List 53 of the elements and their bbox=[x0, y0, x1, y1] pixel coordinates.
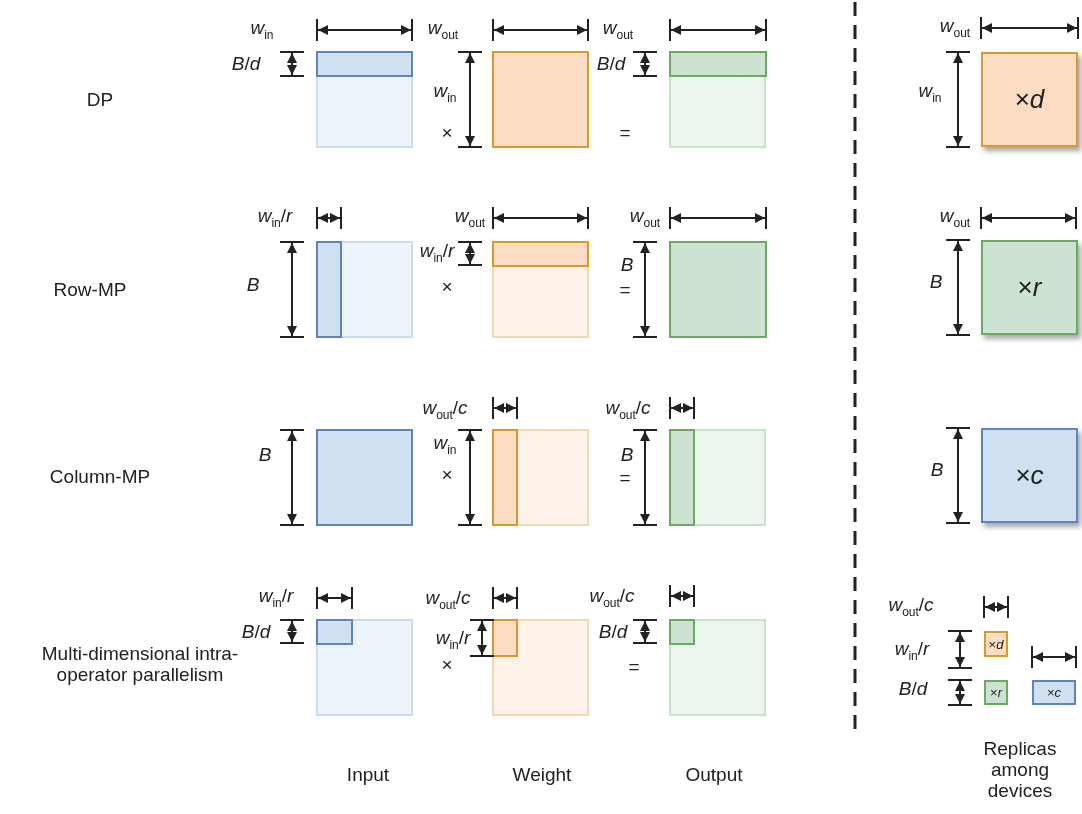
dimension-label: w$_{out}$/c bbox=[422, 398, 468, 422]
dimension-label: w$_{in}$/r bbox=[258, 586, 294, 610]
dimension-label: B bbox=[620, 444, 634, 466]
dimension-label: w$_{out}$/c bbox=[425, 588, 471, 612]
equals-sign: = bbox=[628, 656, 640, 678]
replica-box: ×r bbox=[984, 680, 1008, 705]
multiply-sign: × bbox=[441, 464, 453, 486]
row-label: DP bbox=[86, 89, 114, 111]
dimension-label: B bbox=[929, 271, 943, 293]
row-label: Multi-dimensional intra-operator parallelism bbox=[40, 644, 240, 686]
column-label: Weight bbox=[512, 764, 572, 786]
replica-box: ×r bbox=[981, 240, 1078, 335]
dimension-label: w$_{out}$ bbox=[629, 206, 661, 230]
dimension-label: w$_{out}$ bbox=[939, 206, 971, 230]
replica-box: ×c bbox=[981, 428, 1078, 523]
column-label: Replicas among devices bbox=[982, 738, 1058, 802]
dimension-label: w$_{in}$ bbox=[918, 81, 942, 105]
dimension-label: w$_{in}$/r bbox=[894, 639, 930, 663]
dimension-label: B/d bbox=[231, 53, 261, 75]
equals-sign: = bbox=[619, 467, 631, 489]
multiply-sign: × bbox=[441, 276, 453, 298]
dimension-label: w$_{in}$ bbox=[433, 81, 457, 105]
dimension-label: B/d bbox=[241, 621, 271, 643]
equals-sign: = bbox=[619, 122, 631, 144]
replica-box: ×c bbox=[1032, 680, 1076, 705]
dimension-label: B/d bbox=[596, 53, 626, 75]
dimension-label: w$_{in}$/r bbox=[257, 206, 293, 230]
dimension-label: w$_{out}$/c bbox=[605, 398, 651, 422]
dimension-label: w$_{out}$ bbox=[454, 206, 486, 230]
dimension-label: B/d bbox=[598, 621, 628, 643]
column-label: Input bbox=[346, 764, 390, 786]
dimension-label: B bbox=[246, 274, 260, 296]
multiply-sign: × bbox=[441, 654, 453, 676]
dimension-label: w$_{out}$/c bbox=[888, 595, 934, 619]
row-label: Column-MP bbox=[49, 466, 151, 488]
dimension-label: w$_{out}$ bbox=[427, 18, 459, 42]
dimension-label: B bbox=[620, 254, 634, 276]
dimension-label: B/d bbox=[898, 678, 928, 700]
dimension-label: w$_{in}$ bbox=[250, 18, 274, 42]
dimension-label: w$_{in}$/r bbox=[419, 241, 455, 265]
multiply-sign: × bbox=[441, 122, 453, 144]
dimension-label: w$_{in}$ bbox=[433, 433, 457, 457]
dimension-label: w$_{out}$ bbox=[939, 16, 971, 40]
dimension-label: w$_{out}$ bbox=[602, 18, 634, 42]
row-label: Row-MP bbox=[53, 279, 127, 301]
dimension-label: w$_{in}$/r bbox=[435, 628, 471, 652]
dimension-label: B bbox=[258, 444, 272, 466]
replica-box: ×d bbox=[981, 52, 1078, 147]
column-label: Output bbox=[685, 764, 743, 786]
equals-sign: = bbox=[619, 279, 631, 301]
replica-box: ×d bbox=[984, 631, 1008, 657]
dimension-label: w$_{out}$/c bbox=[589, 586, 635, 610]
dimension-label: B bbox=[930, 459, 944, 481]
